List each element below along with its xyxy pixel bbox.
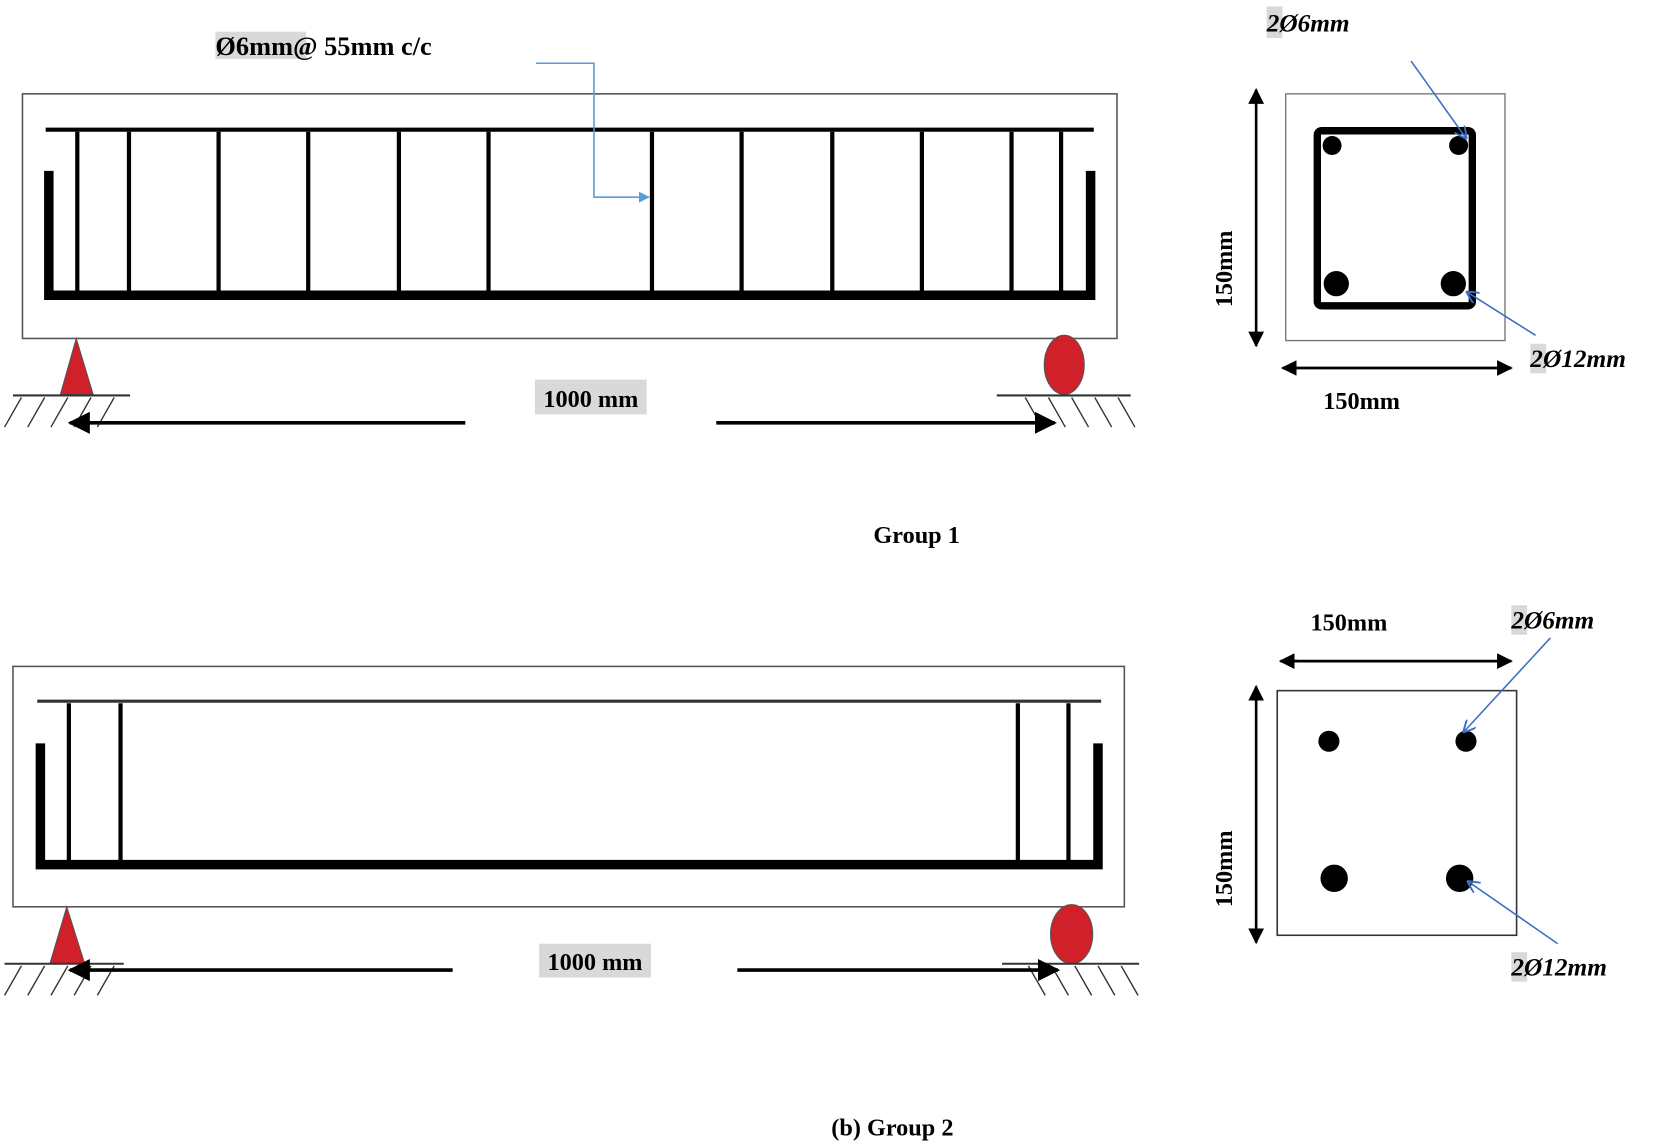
label-highlight — [1511, 952, 1528, 982]
section-stirrup — [1313, 127, 1477, 310]
top-bar-dot — [1449, 136, 1469, 156]
label-highlight — [539, 943, 651, 978]
bottom-bar — [35, 743, 1103, 870]
bottom-bar-dot — [1445, 864, 1474, 893]
bottom-bars-label: 2Ø12mm — [1510, 953, 1607, 981]
pin-support — [49, 905, 86, 965]
span-label: 1000 mm — [548, 949, 643, 976]
stirrup-callout-arrow — [535, 62, 650, 203]
bottom-bar — [44, 170, 1096, 300]
stirrups — [66, 703, 1071, 861]
label-highlight — [1511, 605, 1528, 635]
bottom-bar-dot — [1323, 270, 1349, 297]
beam-outline — [21, 93, 1118, 340]
section-height-label: 150mm — [1211, 830, 1238, 907]
section-width-label: 150mm — [1323, 388, 1400, 415]
group1-cross-section: 150mm 150mm 2Ø6mm 2Ø12mm — [1211, 6, 1626, 415]
stirrup-label: Ø6mm@ 55mm c/c — [215, 32, 432, 61]
top-bars-label: 2Ø6mm — [1510, 606, 1594, 634]
roller-support — [1043, 334, 1085, 395]
beam-outline — [12, 665, 1126, 908]
label-highlight — [1530, 343, 1547, 374]
label-highlight — [215, 31, 307, 60]
group2-beam-elevation: 1000 mm — [3, 665, 1140, 996]
group2-caption: (b) Group 2 — [831, 1115, 953, 1142]
top-bars-callout — [1410, 60, 1466, 138]
bottom-bars-callout — [1467, 292, 1536, 336]
bottom-bar-dot — [1320, 864, 1348, 893]
group2-cross-section: 150mm 150mm 2Ø6mm 2Ø12mm — [1211, 605, 1607, 982]
group1-caption: Group 1 — [873, 522, 959, 549]
span-label: 1000 mm — [543, 386, 638, 413]
bottom-bar-dot — [1440, 270, 1466, 297]
roller-support — [1050, 904, 1094, 965]
section-outline — [1276, 689, 1518, 937]
bottom-bars-label: 2Ø12mm — [1529, 345, 1626, 373]
stirrups — [75, 131, 1064, 292]
pin-support — [59, 336, 94, 395]
section-height-label: 150mm — [1211, 230, 1238, 307]
bottom-bars-callout — [1468, 882, 1559, 945]
group1-beam-elevation: Ø6mm@ 55mm c/c 1000 mm — [3, 31, 1136, 434]
top-bars-label: 2Ø6mm — [1266, 10, 1350, 38]
top-bar-dot — [1318, 730, 1340, 752]
top-bar-dot — [1455, 730, 1477, 752]
top-bars-callout — [1464, 637, 1551, 732]
section-outline — [1284, 93, 1506, 342]
section-width-label: 150mm — [1311, 610, 1388, 637]
label-highlight — [1266, 6, 1283, 38]
top-bar-dot — [1322, 136, 1342, 156]
label-highlight — [534, 379, 647, 415]
